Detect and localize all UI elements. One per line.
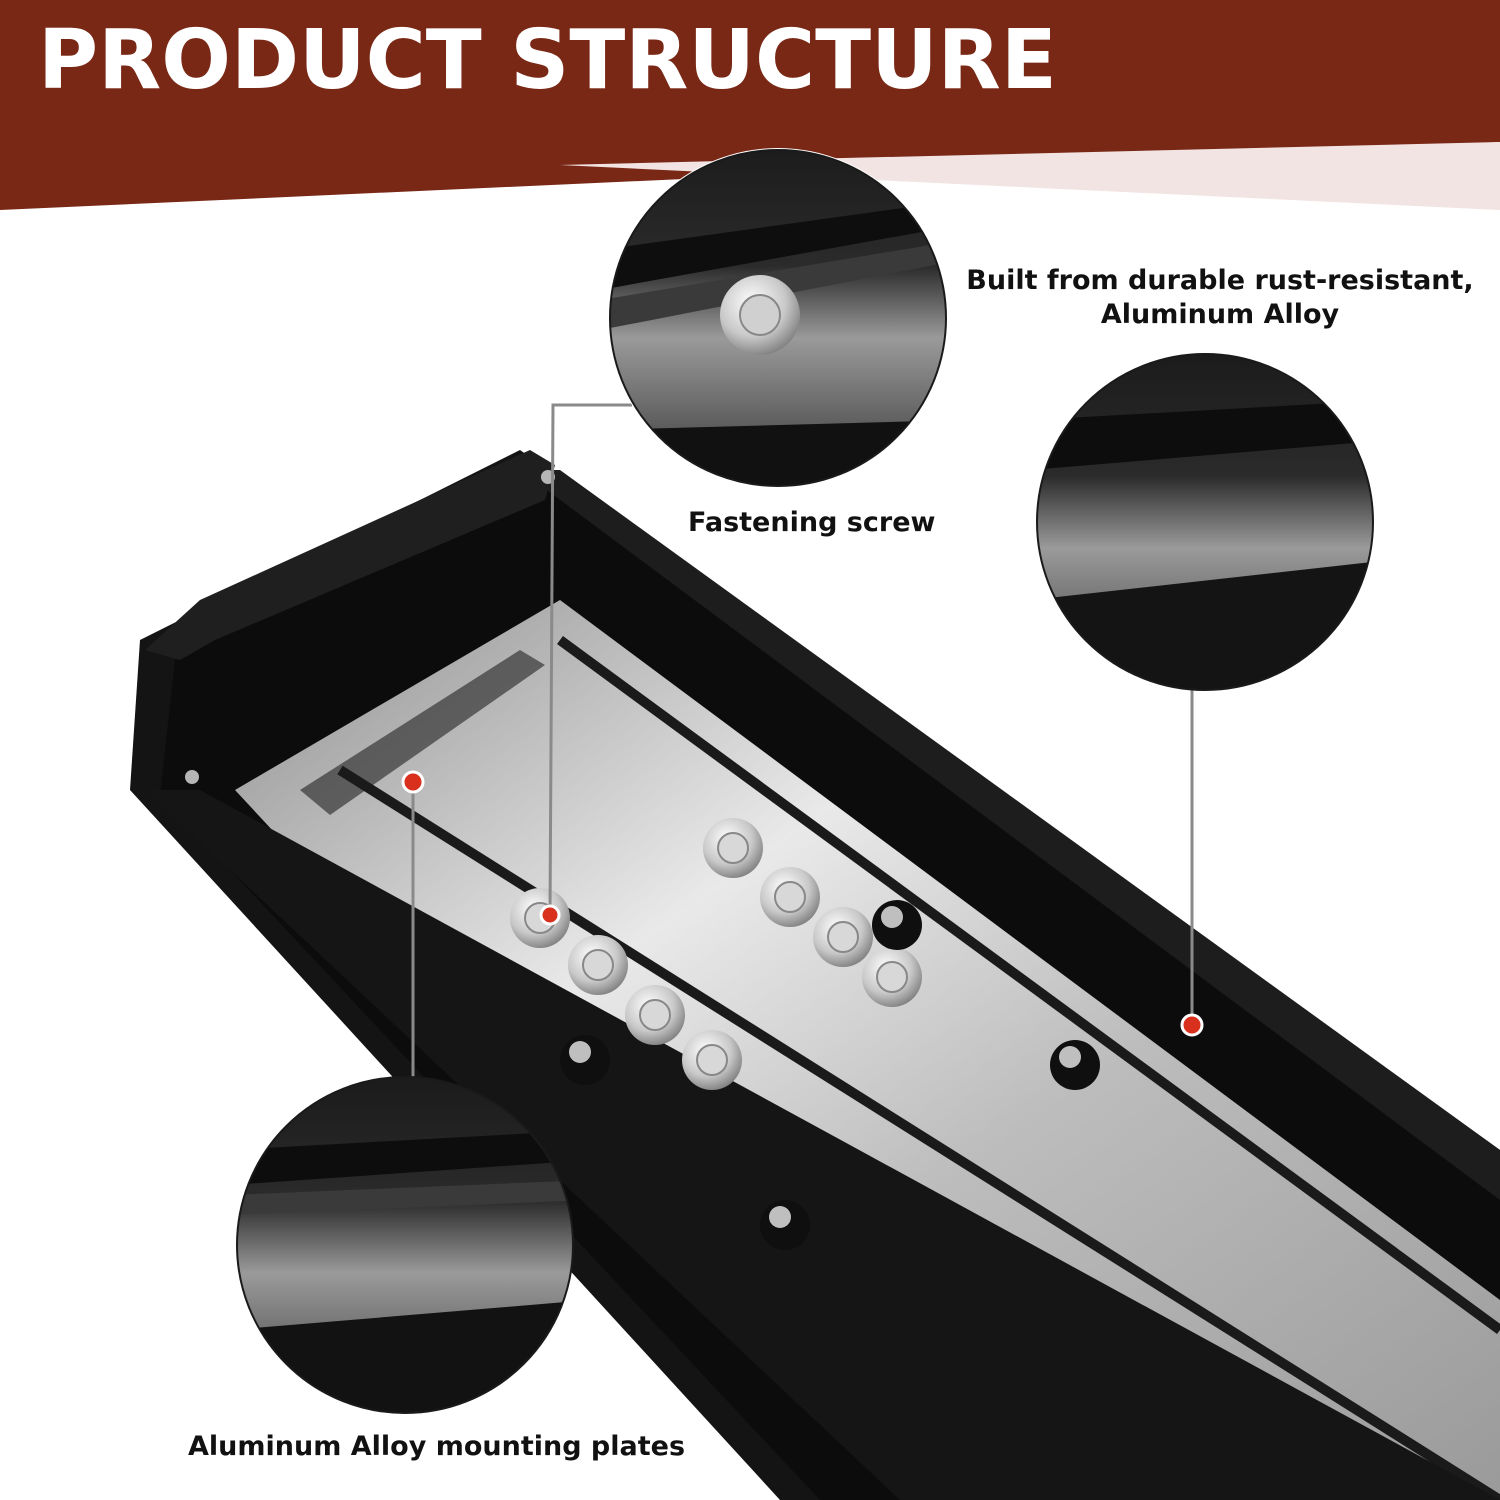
- bolt: [760, 867, 820, 927]
- callout-rust-resistant: Built from durable rust-resistant, Alumi…: [960, 264, 1480, 332]
- end-cap-screw-left: [185, 770, 199, 784]
- zoom-circle-screw: [608, 148, 948, 488]
- bolt: [682, 1030, 742, 1090]
- board-back-wall: [520, 470, 1500, 1200]
- bolt: [703, 818, 763, 878]
- zoom-circle-plates: [236, 1076, 574, 1414]
- bolt: [568, 935, 628, 995]
- rail-right: [557, 635, 1500, 1335]
- board-front-wall: [145, 790, 1500, 1500]
- zoom-circle-alloy: [1036, 353, 1374, 691]
- callout-fastening-screw: Fastening screw: [688, 507, 936, 538]
- standoff: [760, 1200, 810, 1250]
- marker-screw: [539, 904, 561, 926]
- bolt: [625, 985, 685, 1045]
- banner-accent: [560, 142, 1500, 210]
- callout-rust-line2: Aluminum Alloy: [1100, 298, 1340, 330]
- end-cap: [145, 450, 555, 660]
- leader-lines: [411, 403, 1194, 1078]
- banner-shape: [0, 0, 1500, 210]
- running-board: [130, 450, 1500, 1500]
- page-title: PRODUCT STRUCTURE: [38, 13, 1057, 108]
- standoff: [560, 1035, 610, 1085]
- standoff: [1050, 1040, 1100, 1090]
- marker-rust: [1180, 1013, 1204, 1037]
- callout-rust-line1: Built from durable rust-resistant,: [966, 265, 1474, 296]
- bolt: [862, 947, 922, 1007]
- header-banner: [0, 0, 1500, 220]
- callout-mounting-plates: Aluminum Alloy mounting plates: [188, 1431, 686, 1462]
- marker-plates: [401, 770, 425, 794]
- board-end-shadow: [300, 650, 545, 815]
- bolt: [813, 907, 873, 967]
- standoff: [872, 900, 922, 950]
- leader-screw: [548, 403, 632, 916]
